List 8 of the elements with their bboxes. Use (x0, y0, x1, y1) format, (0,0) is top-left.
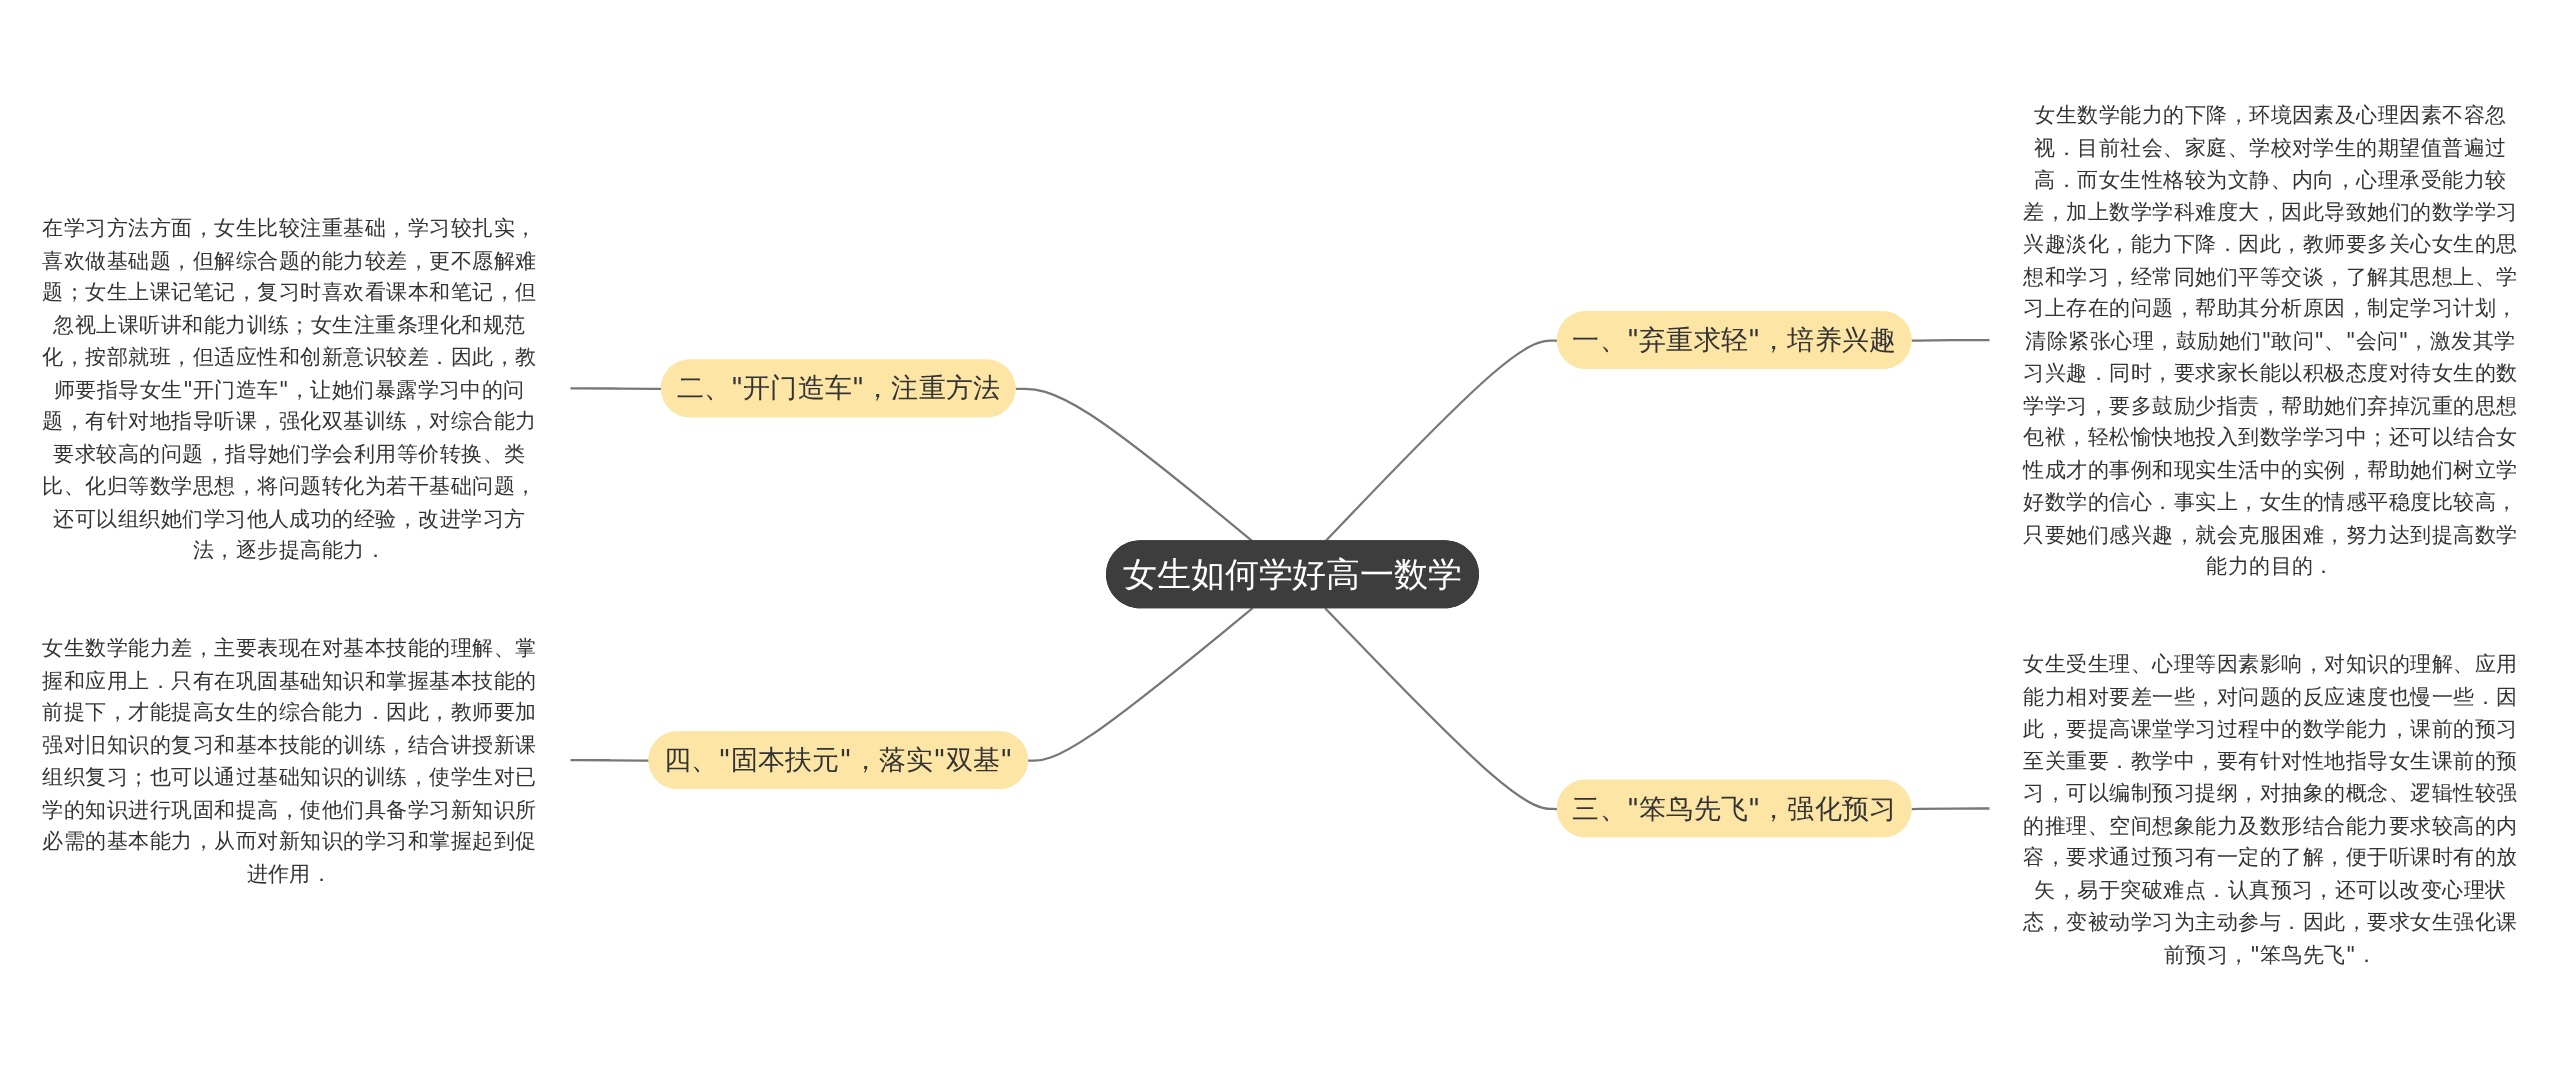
connector (1028, 607, 1254, 762)
node-text: 女生数学能力的下降，环境因素及心理因素不容忽视．目前社会、家庭、学校对学生的期望值普遍过高．而女生性格较为文静、内向，心理承受能力较差，加上数学学科难度大，因此导致她们的数学学习兴趣淡化，能力下降．因此，教师要多关心女生的思想和学习，经常同她们平等交谈，了解其思想上、学习上存在的问题，帮助其分析原因，制定学习计划，清除紧张心理，鼓励她们"敢问"、"会问"，激发其学习兴趣．同时，要求家长能以积极态度对待女生的数学学习，要多鼓励少指责，帮助她们弃掉沉重的思想包袱，轻松愉快地投入到数学学习中；还可以结合女性成才的事例和现实生活中的实例，帮助她们树立学好数学的信心．事实上，女生的情感平稳度比较高，只要她们感兴趣，就会克服困难，努力达到提高数学能力的目的． (2023, 101, 2518, 578)
node-text: 在学习方法方面，女生比较注重基础，学习较扎实，喜欢做基础题，但解综合题的能力较差，更不愿解难题；女生上课记笔记，复习时喜欢看课本和笔记，但忽视上课听讲和能力训练；女生注重条理化和规范化，按部就班，但适应性和创新意识较差．因此，教师要指导女生"开门造车"，让她们暴露学习中的问题，有针对地指导听课，强化双基训练，对综合能力要求较高的问题，指导她们学会利用等价转换、类比、化归等数学思想，将问题转化为若干基础问题，还可以组织她们学习他人成功的经验，改进学习方法，逐步提高能力． (42, 214, 537, 562)
connector (1911, 338, 1991, 342)
node-text: 女生受生理、心理等因素影响，对知识的理解、应用能力相对要差一些，对问题的反应速度也慢一些．因此，要提高课堂学习过程中的数学能力，课前的预习至关重要．教学中，要有针对性地指导女生课前的预习，可以编制预习提纲，对抽象的概念、逻辑性较强的推理、空间想象能力及数形结合能力要求较高的内容，要求通过预习有一定的了解，便于听课时有的放矢，易于突破难点．认真预习，还可以改变心理状态，变被动学习为主动参与．因此，要求女生强化课前预习，"笨鸟先飞"． (2023, 650, 2518, 966)
connector (569, 759, 650, 762)
node-text: 女生数学能力差，主要表现在对基本技能的理解、掌握和应用上．只有在巩固基础知识和掌握基本技能的前提下，才能提高女生的综合能力．因此，教师要加强对旧知识的复习和基本技能的训练，结合讲授新课组织复习；也可以通过基础知识的训练，使学生对已学的知识进行巩固和提高，使他们具备学习新知识所必需的基本能力，从而对新知识的学习和掌握起到促进作用． (42, 634, 537, 886)
connector (1911, 807, 1991, 811)
